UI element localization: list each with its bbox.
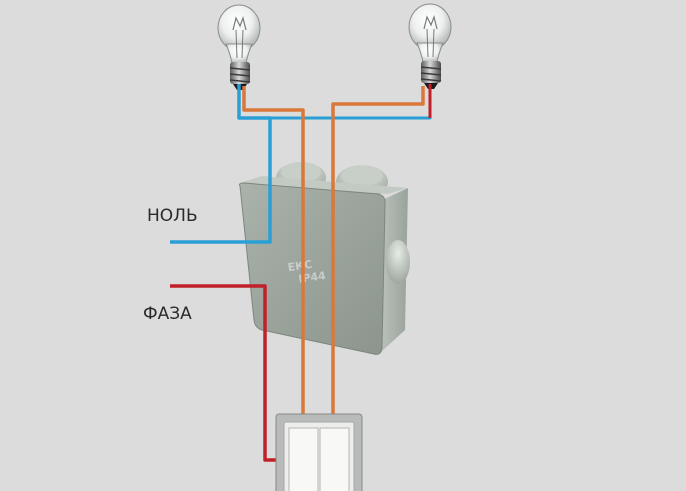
phase-label: ФАЗА: [143, 304, 192, 324]
neutral-label: НОЛЬ: [147, 206, 198, 226]
light-bulb-icon: [408, 3, 452, 89]
junction-box-rating: IP44: [298, 269, 327, 286]
junction-box-brand: ЕКС: [287, 258, 313, 274]
double-rocker-switch-icon: [275, 413, 363, 491]
phase-wire: [170, 84, 432, 462]
junction-box: ЕКС IP44: [239, 162, 410, 355]
switched-wire: [242, 86, 425, 420]
light-bulb-icon: [217, 4, 261, 90]
